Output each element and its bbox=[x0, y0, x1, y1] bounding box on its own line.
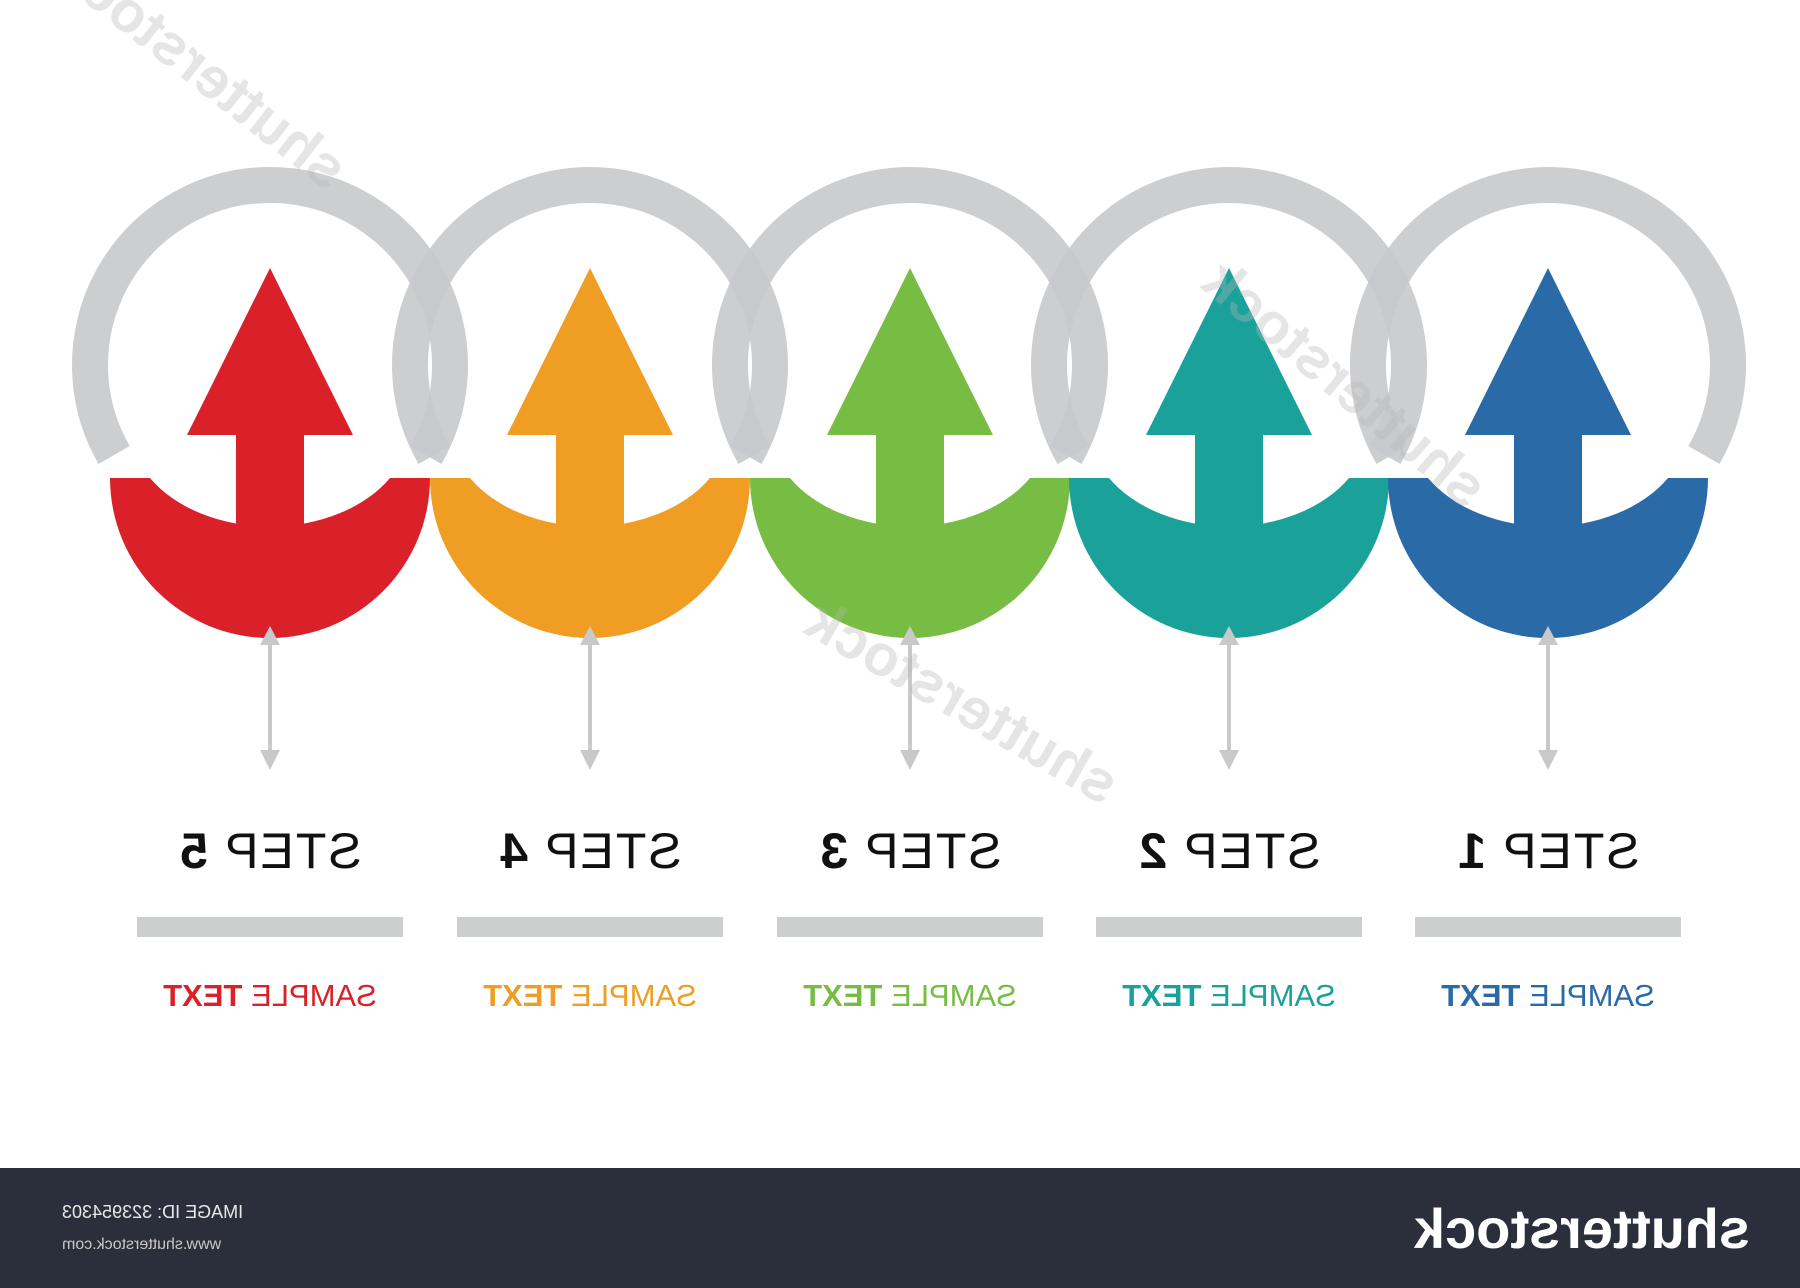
step-word: STEP bbox=[224, 823, 362, 879]
footer-bar: IMAGE ID: 323954303 www.shutterstock.com… bbox=[0, 1168, 1800, 1288]
shutterstock-logo: shutterstock bbox=[1413, 1197, 1750, 1260]
step-text-1: SAMPLE TEXT bbox=[1413, 978, 1683, 1014]
step-text-a: SAMPLE bbox=[1529, 978, 1655, 1013]
ring-3 bbox=[712, 167, 1108, 464]
double-arrow-icon bbox=[580, 626, 600, 770]
ring-4 bbox=[392, 167, 788, 464]
step-number: 3 bbox=[818, 823, 849, 879]
arrow-up-icon bbox=[1146, 268, 1312, 528]
arrow-up-icon bbox=[1465, 268, 1631, 528]
step-text-b: TEXT bbox=[1441, 978, 1521, 1013]
step-divider-5 bbox=[137, 917, 403, 937]
step-number: 1 bbox=[1456, 823, 1487, 879]
ring-5 bbox=[72, 167, 468, 464]
step-text-b: TEXT bbox=[483, 978, 563, 1013]
step-divider-1 bbox=[1415, 917, 1681, 937]
diagram-canvas: STEP 5 STEP 4 STEP 3 STEP 2 STEP 1 SAMPL… bbox=[45, 0, 1746, 1014]
step-word: STEP bbox=[864, 823, 1002, 879]
arrow-up-icon bbox=[827, 268, 993, 528]
bowl-4 bbox=[430, 478, 750, 638]
step-title-4: STEP 4 bbox=[455, 822, 725, 880]
ring-2 bbox=[1031, 167, 1427, 464]
step-text-a: SAMPLE bbox=[1210, 978, 1336, 1013]
bowl-2 bbox=[1069, 478, 1389, 638]
logo-wordmark: shutterstock bbox=[1413, 1197, 1750, 1260]
step-title-5: STEP 5 bbox=[135, 822, 405, 880]
step-text-b: TEXT bbox=[1122, 978, 1202, 1013]
step-number: 2 bbox=[1137, 823, 1168, 879]
step-number: 5 bbox=[178, 823, 209, 879]
step-divider-4 bbox=[457, 917, 723, 937]
step-word: STEP bbox=[1183, 823, 1321, 879]
double-arrow-icon bbox=[1219, 626, 1239, 770]
arrow-up-icon bbox=[187, 268, 353, 528]
step-number: 4 bbox=[498, 823, 529, 879]
step-word: STEP bbox=[1502, 823, 1640, 879]
step-title-3: STEP 3 bbox=[775, 822, 1045, 880]
ring-1 bbox=[1350, 167, 1746, 464]
step-word: STEP bbox=[544, 823, 682, 879]
double-arrow-icon bbox=[900, 626, 920, 770]
step-text-a: SAMPLE bbox=[251, 978, 377, 1013]
step-text-4: SAMPLE TEXT bbox=[455, 978, 725, 1014]
step-text-2: SAMPLE TEXT bbox=[1094, 978, 1364, 1014]
step-title-1: STEP 1 bbox=[1413, 822, 1683, 880]
bowl-5 bbox=[110, 478, 430, 638]
image-id-label: IMAGE ID: 323954303 bbox=[62, 1202, 244, 1222]
double-arrow-icon bbox=[1538, 626, 1558, 770]
arrow-up-icon bbox=[507, 268, 673, 528]
steps-diagram bbox=[72, 167, 1746, 770]
step-text-b: TEXT bbox=[163, 978, 243, 1013]
step-text-b: TEXT bbox=[803, 978, 883, 1013]
step-text-a: SAMPLE bbox=[891, 978, 1017, 1013]
site-url-link[interactable]: www.shutterstock.com bbox=[62, 1236, 222, 1253]
step-divider-2 bbox=[1096, 917, 1362, 937]
step-text-5: SAMPLE TEXT bbox=[135, 978, 405, 1014]
step-text-3: SAMPLE TEXT bbox=[775, 978, 1045, 1014]
step-text-a: SAMPLE bbox=[571, 978, 697, 1013]
bowl-3 bbox=[750, 478, 1070, 638]
double-arrow-icon bbox=[260, 626, 280, 770]
step-title-2: STEP 2 bbox=[1094, 822, 1364, 880]
bowl-1 bbox=[1388, 478, 1708, 638]
step-divider-3 bbox=[777, 917, 1043, 937]
